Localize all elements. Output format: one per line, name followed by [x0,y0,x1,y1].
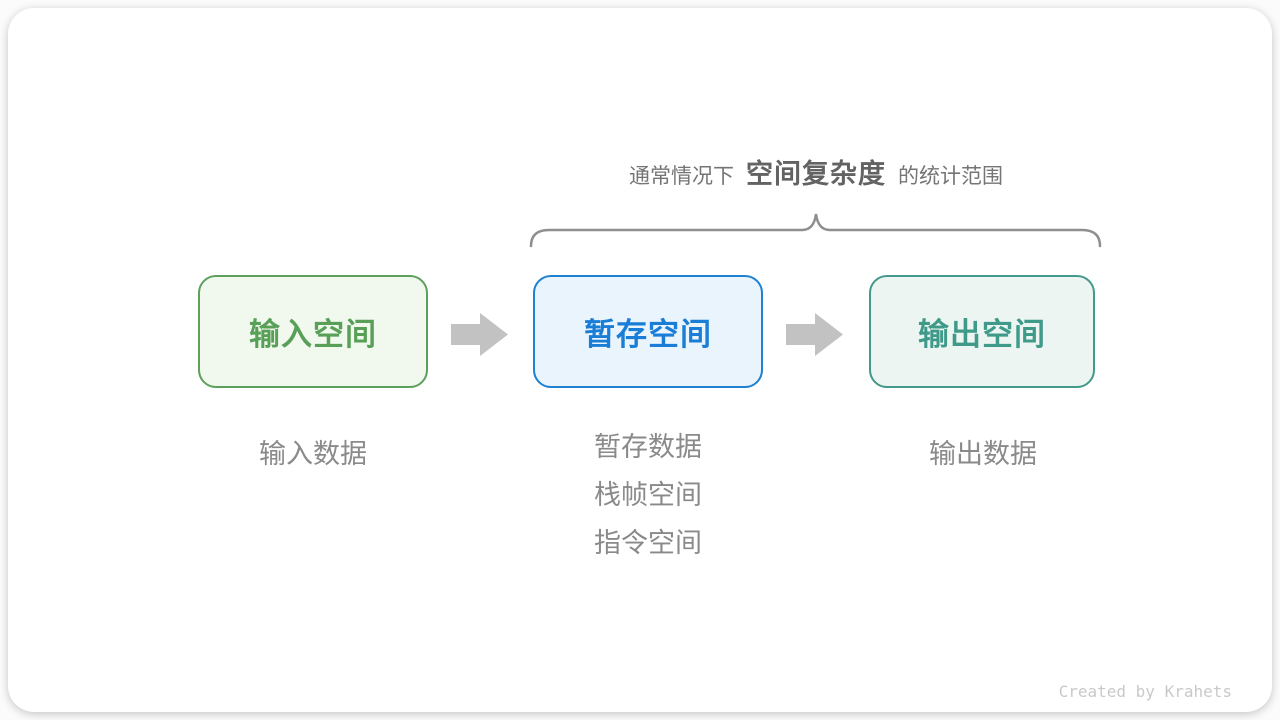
diagram-card: 通常情况下 空间复杂度 的统计范围 输入空间 暂存空间 输出空间 输入数据 暂存… [8,8,1272,712]
temp-notes: 暂存数据 栈帧空间 指令空间 [594,432,702,559]
input-note: 输入数据 [259,439,367,469]
curly-brace-icon [529,213,1102,248]
arrow-right-icon [786,313,843,356]
caption-prefix: 通常情况下 [629,165,734,188]
output-space-box: 输出空间 [869,275,1095,388]
input-space-box: 输入空间 [198,275,428,388]
temp-note-instruction: 指令空间 [594,528,702,558]
caption-suffix: 的统计范围 [898,165,1003,188]
output-note: 输出数据 [929,439,1037,469]
arrow-right-icon [451,313,508,356]
caption-highlight: 空间复杂度 [746,159,886,189]
temp-note-data: 暂存数据 [594,432,702,462]
output-space-label: 输出空间 [918,317,1046,352]
temp-note-stack-frame: 栈帧空间 [594,480,702,510]
scope-caption: 通常情况下 空间复杂度 的统计范围 [528,152,1104,192]
temp-space-box: 暂存空间 [533,275,763,388]
input-space-label: 输入空间 [249,317,377,352]
temp-space-label: 暂存空间 [584,317,712,352]
credit-text: Created by Krahets [1058,682,1232,701]
